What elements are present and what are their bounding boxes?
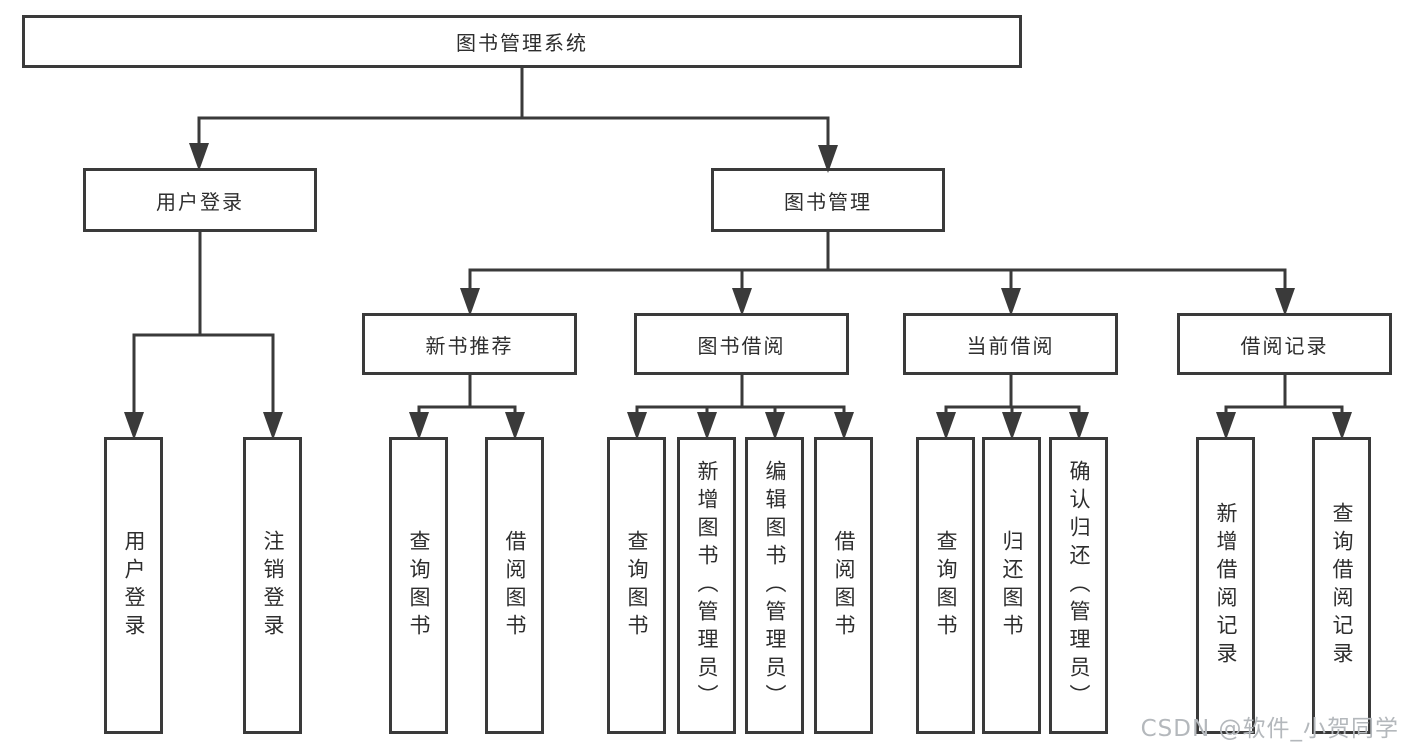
leaf-cb-query-books: 查询图书 — [916, 437, 975, 734]
leaf-bb-add-books-admin: 新增图书（管理员） — [677, 437, 736, 734]
leaf-cb-confirm-return-admin-label: 确认归还（管理员） — [1067, 459, 1091, 712]
node-book-management-label: 图书管理 — [784, 189, 872, 214]
leaf-logout-label: 注销登录 — [261, 529, 285, 642]
node-new-book-recommend-label: 新书推荐 — [425, 333, 514, 358]
leaf-cb-return-books-label: 归还图书 — [1000, 529, 1024, 642]
leaf-br-query-record-label: 查询借阅记录 — [1330, 501, 1354, 670]
leaf-nbr-borrow-books-label: 借阅图书 — [503, 529, 527, 642]
connector-login-to-leaves — [124, 230, 283, 440]
leaf-bb-edit-books-admin: 编辑图书（管理员） — [745, 437, 804, 734]
node-book-borrowing: 图书借阅 — [634, 313, 849, 375]
node-new-book-recommend: 新书推荐 — [362, 313, 577, 375]
leaf-br-add-record-label: 新增借阅记录 — [1214, 501, 1238, 670]
leaf-br-add-record: 新增借阅记录 — [1196, 437, 1255, 734]
connector-root-to-level2 — [189, 67, 838, 173]
connector-module-newbook-to-leaves — [409, 373, 525, 440]
node-user-login-label: 用户登录 — [156, 189, 244, 214]
connector-module-current-to-leaves — [936, 373, 1089, 440]
node-current-borrowing: 当前借阅 — [903, 313, 1118, 375]
leaf-user-login: 用户登录 — [104, 437, 163, 734]
leaf-cb-return-books: 归还图书 — [982, 437, 1041, 734]
leaf-cb-confirm-return-admin: 确认归还（管理员） — [1049, 437, 1108, 734]
node-book-management: 图书管理 — [711, 168, 945, 232]
node-book-borrowing-label: 图书借阅 — [697, 333, 786, 358]
leaf-br-query-record: 查询借阅记录 — [1312, 437, 1371, 734]
node-current-borrowing-label: 当前借阅 — [966, 333, 1055, 358]
leaf-nbr-query-books: 查询图书 — [389, 437, 448, 734]
leaf-nbr-query-books-label: 查询图书 — [407, 529, 431, 642]
leaf-bb-add-books-admin-label: 新增图书（管理员） — [695, 459, 719, 712]
leaf-cb-query-books-label: 查询图书 — [934, 529, 958, 642]
node-library-system: 图书管理系统 — [22, 15, 1022, 68]
csdn-watermark: CSDN @软件_小贺同学 — [1140, 716, 1399, 742]
leaf-bb-borrow-books-label: 借阅图书 — [832, 529, 856, 642]
leaf-logout: 注销登录 — [243, 437, 302, 734]
connector-module-borrow-to-leaves — [627, 373, 854, 440]
node-user-login: 用户登录 — [83, 168, 317, 232]
leaf-bb-query-books: 查询图书 — [607, 437, 666, 734]
leaf-nbr-borrow-books: 借阅图书 — [485, 437, 544, 734]
leaf-bb-borrow-books: 借阅图书 — [814, 437, 873, 734]
node-borrowing-records-label: 借阅记录 — [1240, 333, 1329, 358]
node-library-system-label: 图书管理系统 — [456, 31, 588, 55]
leaf-user-login-label: 用户登录 — [122, 529, 146, 642]
leaf-bb-query-books-label: 查询图书 — [625, 529, 649, 642]
leaf-bb-edit-books-admin-label: 编辑图书（管理员） — [763, 459, 787, 712]
connector-module-records-to-leaves — [1216, 373, 1352, 440]
node-borrowing-records: 借阅记录 — [1177, 313, 1392, 375]
connector-mgmt-to-modules — [460, 230, 1295, 316]
